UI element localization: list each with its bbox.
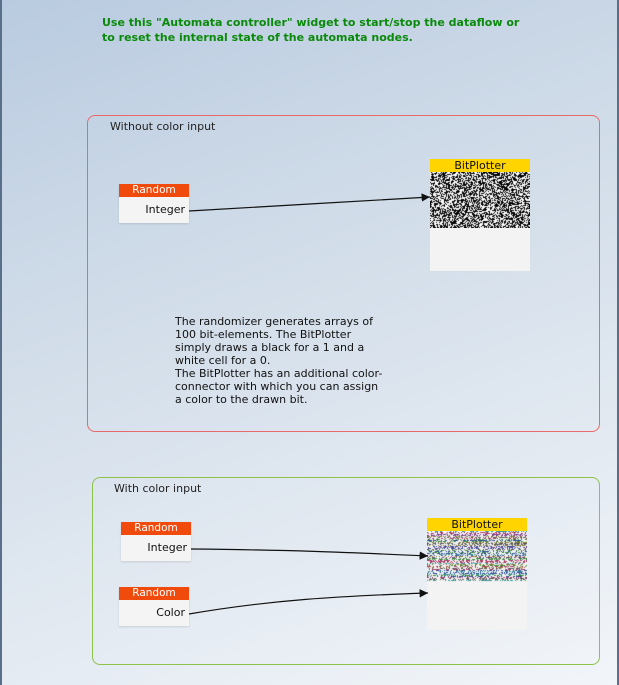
bitplotter-color-title: BitPlotter xyxy=(427,518,527,531)
bitplotter-color-canvas xyxy=(427,531,527,587)
bitplotter-node[interactable]: BitPlotter xyxy=(430,159,530,271)
color-output-port[interactable]: Color xyxy=(156,606,185,619)
bitplotter-color-node[interactable]: BitPlotter xyxy=(427,518,527,630)
random-node[interactable]: Random Integer xyxy=(119,184,189,223)
bitplotter-canvas xyxy=(430,172,530,228)
group-with-color xyxy=(92,477,600,665)
window-right-border xyxy=(617,0,619,685)
random-color-node-title: Random xyxy=(119,587,189,600)
random-integer-node[interactable]: Random Integer xyxy=(121,522,191,561)
random-node-title: Random xyxy=(119,184,189,197)
intro-text: Use this "Automata controller" widget to… xyxy=(102,16,520,44)
group-without-color xyxy=(87,115,600,432)
group-title-without-color: Without color input xyxy=(110,120,216,133)
integer-output-port[interactable]: Integer xyxy=(145,203,185,216)
bitplotter-title: BitPlotter xyxy=(430,159,530,172)
group-title-with-color: With color input xyxy=(114,482,202,495)
description-text: The randomizer generates arrays of 100 b… xyxy=(175,315,383,406)
random-integer-node-title: Random xyxy=(121,522,191,535)
random-color-node[interactable]: Random Color xyxy=(119,587,189,626)
window-left-border xyxy=(0,0,2,685)
integer-output-port[interactable]: Integer xyxy=(147,541,187,554)
